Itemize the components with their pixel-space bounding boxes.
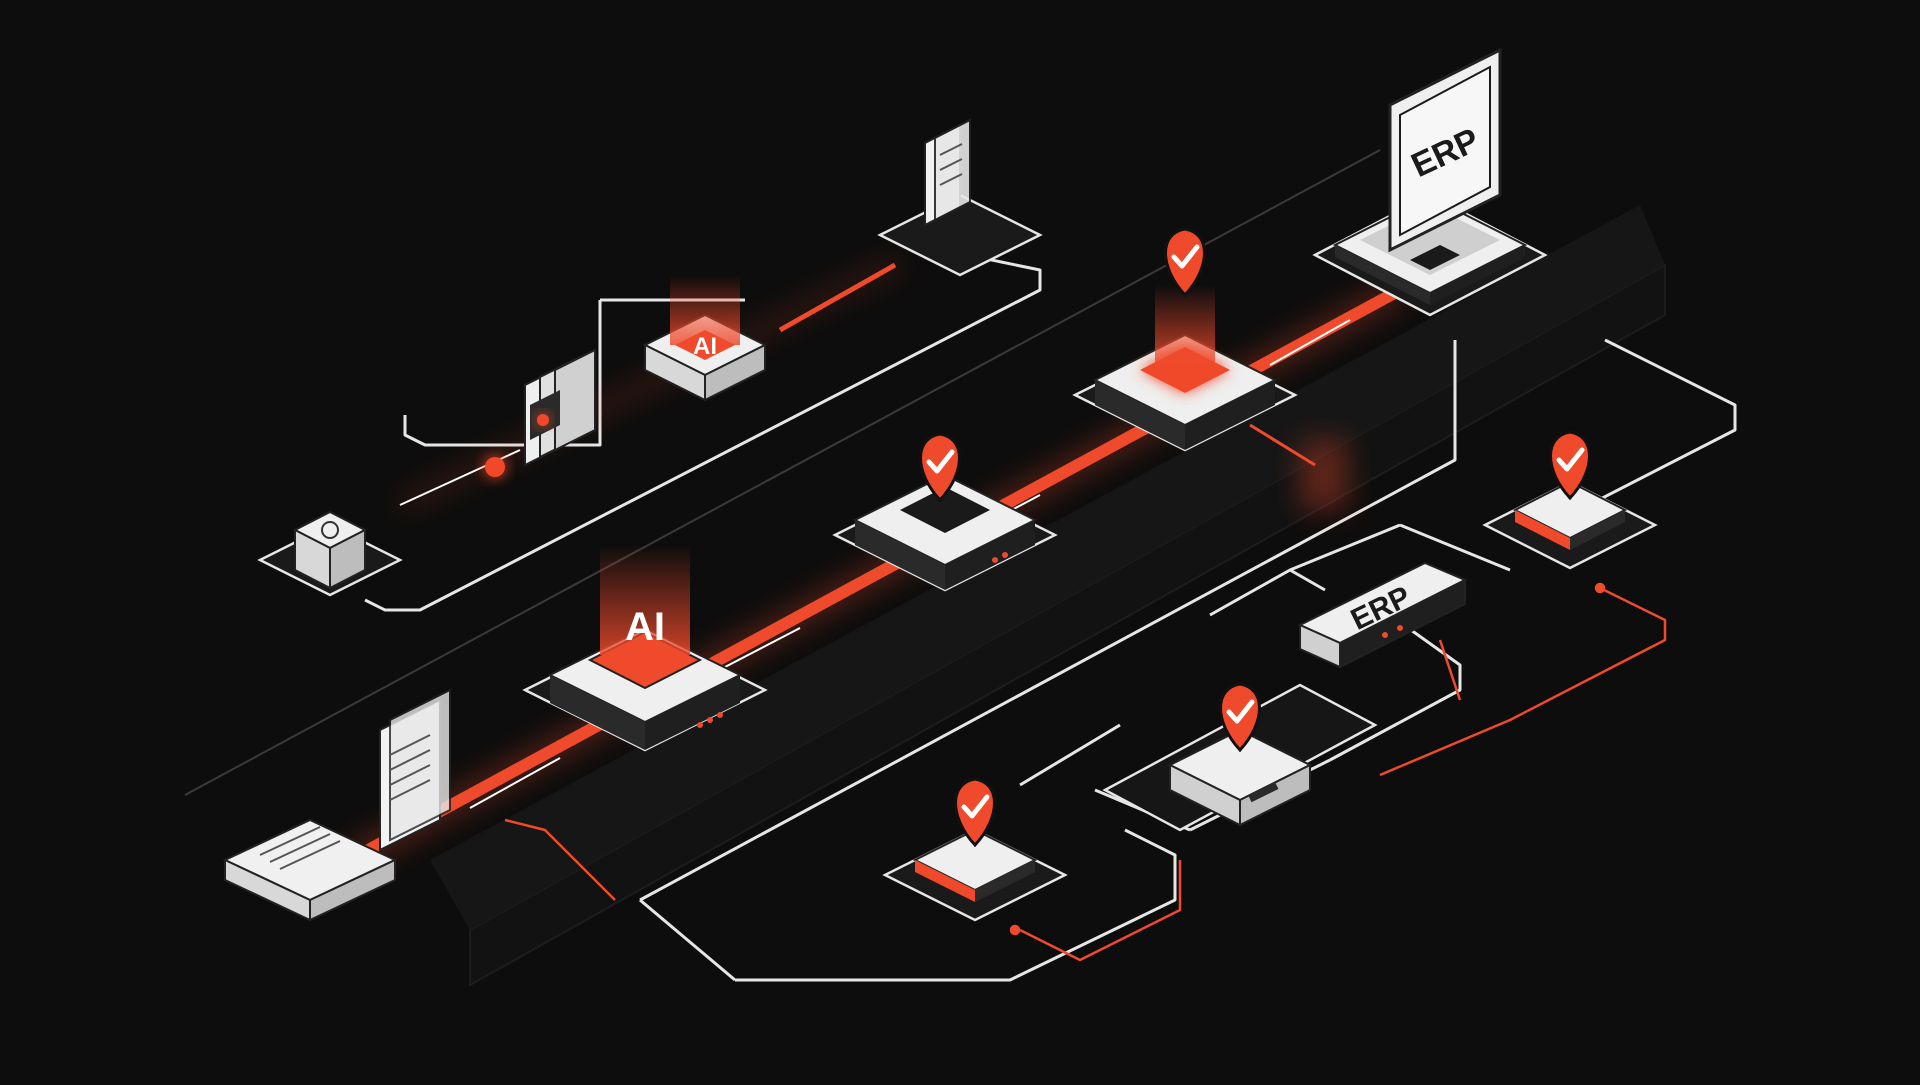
scanner-icon xyxy=(524,348,596,467)
ai-chip-main: AI xyxy=(522,545,768,752)
refresh-cube-icon xyxy=(257,510,403,597)
document-stack-icon xyxy=(379,688,451,852)
paper-stack xyxy=(222,818,398,922)
lower-checkpoint-a xyxy=(1482,432,1658,570)
erp-laptop: ERP xyxy=(1312,47,1548,317)
ai-chip-small: AI xyxy=(642,275,768,402)
lower-checkpoint-b xyxy=(1102,684,1378,832)
middle-checkpoint-device xyxy=(832,434,1058,592)
lower-accent-lines xyxy=(504,582,1667,962)
upper-flow-beam xyxy=(397,257,1348,510)
ai-top-label: AI xyxy=(693,333,717,360)
ai-main-label: AI xyxy=(625,605,665,649)
check-pin-icon-c xyxy=(956,779,995,845)
lower-checkpoint-c xyxy=(882,779,1068,922)
upper-checkpoint-device xyxy=(1072,229,1298,452)
document-output xyxy=(877,118,1043,277)
erp-server-box: ERP xyxy=(1297,561,1468,669)
